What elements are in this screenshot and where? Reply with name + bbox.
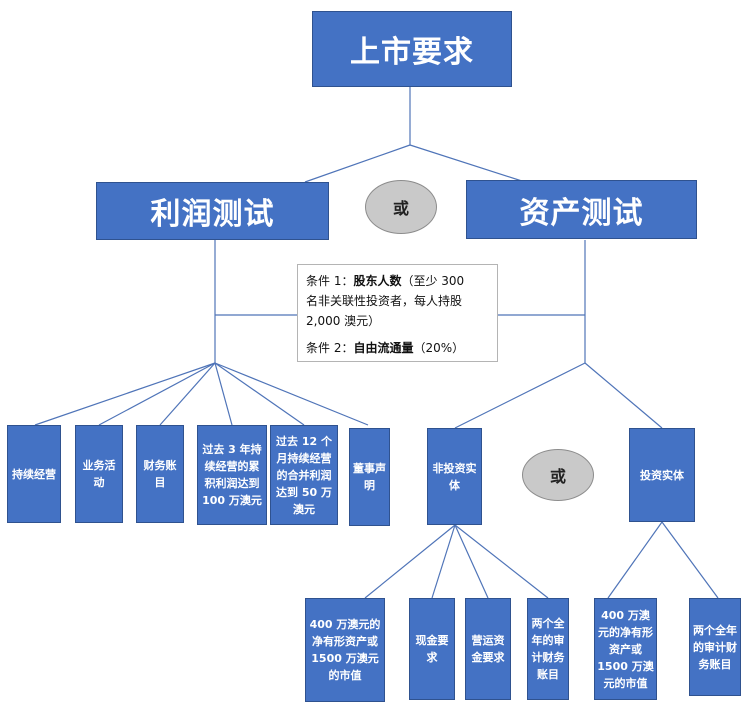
non-invest-net-assets: 400 万澳元的净有形资产或 1500 万澳元的市值 [305, 598, 385, 702]
profit-item-12mo-profit: 过去 12 个月持续经营的合并利润达到 50 万澳元 [270, 425, 338, 525]
condition-2-rest: （20%） [413, 341, 465, 355]
or-oval-bottom: 或 [522, 449, 594, 501]
invest-entity-box: 投资实体 [629, 428, 695, 522]
profit-item-accounts: 财务账目 [136, 425, 184, 523]
non-invest-cash: 现金要求 [409, 598, 455, 700]
profit-item-going-concern: 持续经营 [7, 425, 61, 523]
condition-2-prefix: 条件 2： [306, 341, 354, 355]
profit-item-3yr-profit: 过去 3 年持续经营的累积利润达到 100 万澳元 [197, 425, 267, 525]
invest-net-assets: 400 万澳元的净有形资产或 1500 万澳元的市值 [594, 598, 657, 700]
condition-1-line2: 名非关联性投资者，每人持股 [306, 294, 463, 308]
profit-test-box: 利润测试 [96, 182, 329, 240]
non-invest-entity-box: 非投资实体 [427, 428, 482, 525]
profit-item-director-statement: 董事声明 [349, 428, 390, 526]
or-oval-top: 或 [365, 180, 437, 234]
profit-item-business: 业务活动 [75, 425, 123, 523]
condition-1-rest: （至少 300 [401, 274, 465, 288]
condition-1-prefix: 条件 1： [306, 274, 354, 288]
condition-2: 条件 2：自由流通量（20%） [306, 338, 489, 358]
invest-audited-accounts: 两个全年的审计财务账目 [689, 598, 741, 696]
condition-1-bold: 股东人数 [353, 274, 402, 288]
non-invest-working-capital: 营运资金要求 [465, 598, 511, 700]
asset-test-box: 资产测试 [466, 180, 697, 239]
root-box: 上市要求 [312, 11, 512, 87]
conditions-box: 条件 1：股东人数（至少 300 名非关联性投资者，每人持股 2,000 澳元）… [297, 264, 498, 362]
non-invest-audited-accounts: 两个全年的审计财务账目 [527, 598, 569, 700]
condition-1: 条件 1：股东人数（至少 300 [306, 271, 489, 291]
condition-2-bold: 自由流通量 [353, 341, 414, 355]
condition-1-line3: 2,000 澳元） [306, 314, 381, 328]
